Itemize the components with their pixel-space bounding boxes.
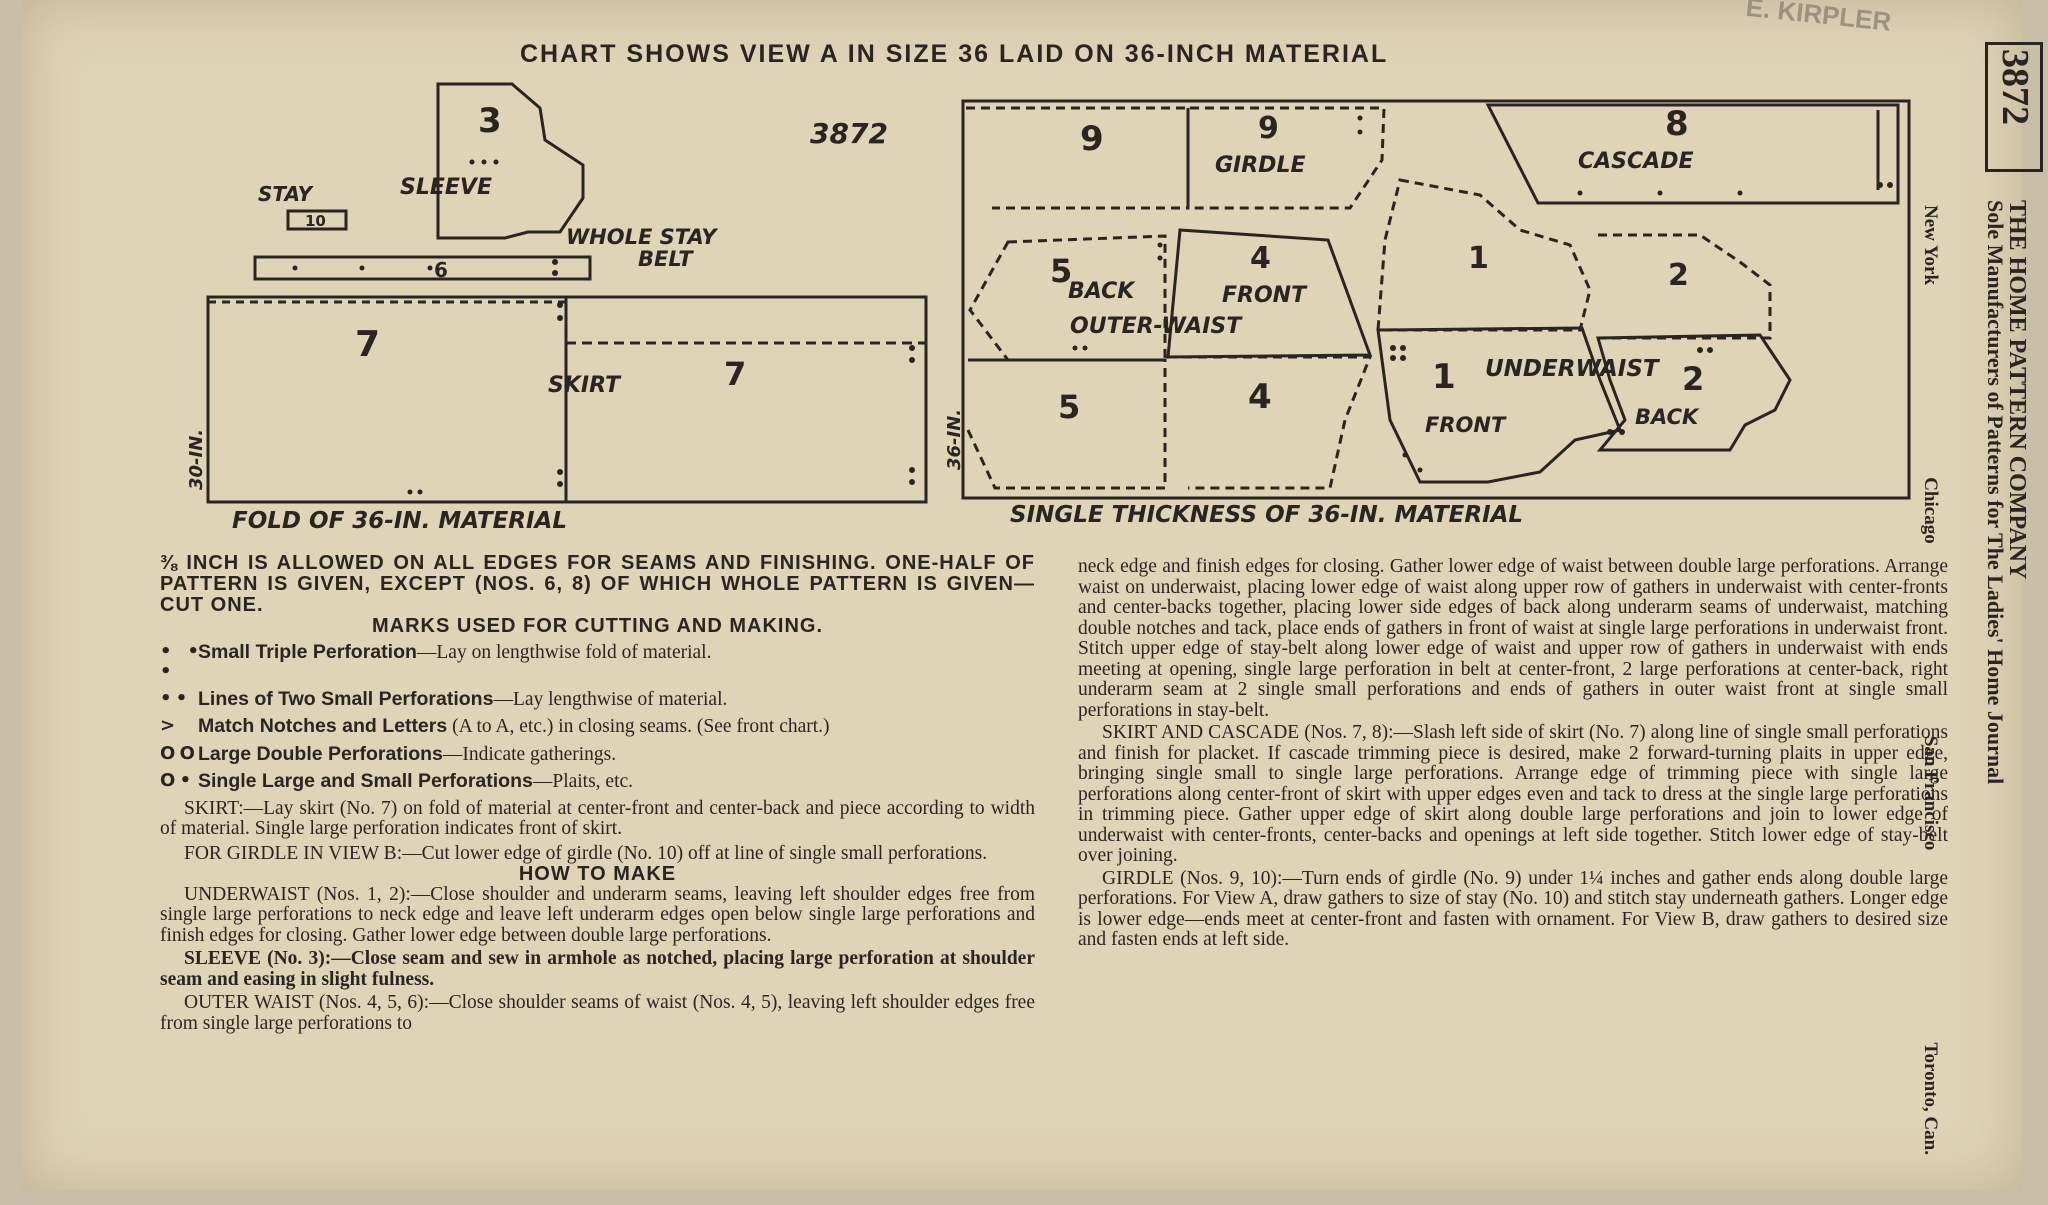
mark-name: Lines of Two Small Perforations	[198, 687, 494, 710]
sleeve-label: SLEEVE	[400, 175, 492, 200]
back-label: BACK	[1068, 279, 1136, 304]
mark-row-single: O • Single Large and Small Perforations—…	[160, 770, 1035, 793]
spine-subtitle-row: Sole Manufacturers of Patterns for The L…	[1978, 200, 2008, 1180]
seam-allowance-notice: ⅜ INCH IS ALLOWED ON ALL EDGES FOR SEAMS…	[160, 552, 1035, 616]
left-width-label: 30-IN.	[186, 429, 207, 490]
skirt-cascade-instructions: SKIRT AND CASCADE (Nos. 7, 8):—Slash lef…	[1078, 722, 1948, 866]
piece-10-number: 10	[305, 212, 326, 230]
marks-heading: MARKS USED FOR CUTTING AND MAKING.	[371, 615, 824, 637]
city-new-york: New York	[1920, 205, 1941, 286]
piece-2b-number: 2	[1682, 360, 1704, 398]
piece-4b-number: 4	[1248, 377, 1272, 417]
piece-2-number: 2	[1668, 258, 1689, 293]
outer-waist-instructions: OUTER WAIST (Nos. 4, 5, 6):—Close should…	[160, 992, 1035, 1034]
underwaist-front-label: FRONT	[1425, 413, 1507, 437]
mark-name: Match Notches and Letters	[198, 715, 448, 737]
city-chicago: Chicago	[1920, 477, 1941, 544]
belt-label: BELT	[638, 247, 694, 271]
how-to-make-heading: HOW TO MAKE	[518, 863, 677, 885]
single-thickness-caption: SINGLE THICKNESS OF 36-IN. MATERIAL	[1010, 502, 1523, 528]
pattern-number: 3872	[1994, 49, 2036, 125]
piece-7b-number: 7	[724, 355, 746, 393]
piece-3-number: 3	[478, 101, 502, 141]
piece-5b-number: 5	[1058, 388, 1080, 426]
girdle-view-b-instructions: FOR GIRDLE IN VIEW B:—Cut lower edge of …	[184, 842, 988, 864]
chart-title: CHART SHOWS VIEW A IN SIZE 36 LAID ON 36…	[520, 40, 1389, 68]
underwaist-instructions: UNDERWAIST (Nos. 1, 2):—Close shoulder a…	[160, 883, 1035, 946]
left-instructions: ⅜ INCH IS ALLOWED ON ALL EDGES FOR SEAMS…	[160, 553, 1035, 1034]
piece-6-number: 6	[434, 258, 448, 282]
mark-text: (A to A, etc.) in closing seams. (See fr…	[447, 716, 830, 737]
underwaist-label: UNDERWAIST	[1485, 356, 1661, 382]
piece-4-number: 4	[1250, 241, 1271, 276]
piece-1b-number: 1	[1432, 357, 1456, 397]
piece-9-girdle-number: 9	[1258, 111, 1279, 146]
outer-waist-label: OUTER-WAIST	[1070, 314, 1243, 339]
piece-5-number: 5	[1050, 252, 1072, 290]
mark-text: —Plaits, etc.	[532, 771, 634, 792]
front-waist-outline	[1166, 228, 1373, 359]
two-perforations-icon: • •	[160, 687, 187, 709]
back-waist-outline	[968, 234, 1167, 362]
city-san-francisco: San Francisco	[1920, 735, 1941, 851]
front-label: FRONT	[1222, 283, 1308, 308]
mark-text: —Indicate gatherings.	[442, 743, 617, 765]
girdle-outline	[1190, 106, 1386, 210]
underwaist-back-label: BACK	[1635, 405, 1700, 429]
right-instructions: neck edge and finish edges for closing. …	[1078, 556, 1948, 951]
piece-7a-number: 7	[355, 324, 380, 365]
skirt-instructions: SKIRT:—Lay skirt (No. 7) on fold of mate…	[160, 797, 1035, 839]
mark-name: Small Triple Perforation	[198, 640, 417, 663]
pattern-number-box: 3872	[1985, 42, 2043, 172]
piece-1-number: 1	[1468, 241, 1489, 276]
mark-row-double: O O Large Double Perforations—Indicate g…	[160, 742, 1035, 766]
single-thickness-outline	[961, 99, 1911, 500]
sleeve-piece	[436, 82, 585, 240]
piece-9-outline	[966, 106, 1190, 210]
cascade-outline	[1485, 103, 1900, 205]
stay-label: STAY	[258, 182, 315, 206]
whole-stay-label: WHOLE STAY	[566, 225, 718, 249]
spine-cities: New York Chicago San Francisco Toronto, …	[1913, 205, 1941, 1155]
mark-name: Large Double Perforations	[198, 742, 443, 765]
spine-subtitle: Sole Manufacturers of Patterns for The L…	[1983, 200, 2008, 785]
outer-waist-continued: neck edge and finish edges for closing. …	[1078, 556, 1948, 721]
underwaist-back-outline	[1598, 233, 1772, 340]
mark-name: Single Large and Small Perforations	[198, 770, 533, 792]
fold-caption: FOLD OF 36-IN. MATERIAL	[232, 508, 567, 534]
sleeve-instructions: SLEEVE (No. 3):—Close seam and sew in ar…	[160, 948, 1035, 990]
belt-piece	[253, 255, 592, 281]
pattern-envelope	[22, 0, 2022, 1190]
large-double-perforation-icon: O O	[160, 742, 195, 764]
handwritten-pattern-number: 3872	[810, 117, 888, 150]
single-large-small-perforation-icon: O •	[160, 770, 191, 791]
piece-9-number: 9	[1080, 119, 1104, 159]
mark-row-two: • • Lines of Two Small Perforations—Lay …	[160, 687, 1035, 711]
cascade-label: CASCADE	[1578, 149, 1693, 174]
notch-icon: >	[160, 715, 175, 736]
skirt-label: SKIRT	[548, 373, 622, 398]
city-toronto: Toronto, Can.	[1920, 1042, 1941, 1155]
mark-row-triple: • • • Small Triple Perforation—Lay on le…	[160, 640, 1035, 683]
girdle-instructions: GIRDLE (Nos. 9, 10):—Turn ends of girdle…	[1078, 867, 1948, 950]
mark-text: —Lay lengthwise of material.	[493, 688, 728, 710]
mark-row-notches: > Match Notches and Letters (A to A, etc…	[160, 715, 1035, 738]
triple-perforation-icon: • • •	[160, 640, 199, 682]
mark-text: —Lay on lengthwise fold of material.	[416, 641, 712, 663]
girdle-label: GIRDLE	[1215, 153, 1306, 178]
right-width-label: 36-IN.	[944, 409, 965, 470]
piece-8-number: 8	[1665, 104, 1689, 144]
stay-piece	[286, 209, 348, 231]
